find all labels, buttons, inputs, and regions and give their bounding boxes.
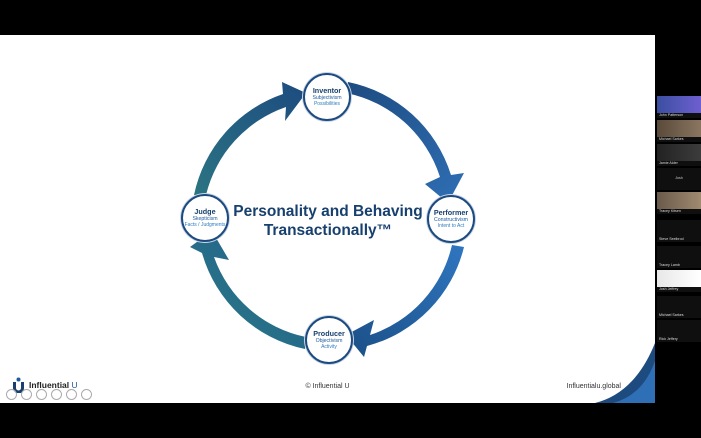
- node-performer: Performer Constructivism Intent to Act: [427, 195, 475, 243]
- participant-tile[interactable]: Josh Jeffrey: [657, 270, 701, 292]
- arc-producer-to-judge: [190, 231, 306, 349]
- arc-inventor-to-performer: [346, 82, 464, 203]
- participant-tile[interactable]: John Patterson: [657, 96, 701, 118]
- more-icon[interactable]: [81, 389, 92, 400]
- arc-judge-to-inventor: [194, 82, 306, 195]
- forward-icon[interactable]: [21, 389, 32, 400]
- pen-icon[interactable]: [36, 389, 47, 400]
- arc-performer-to-producer: [346, 245, 464, 357]
- node-producer: Producer Objectivism Activity: [305, 316, 353, 364]
- copyright-text: © Influential U: [305, 383, 350, 390]
- participant-tile[interactable]: Steve Seelbrod: [657, 220, 701, 242]
- presentation-toolbar: [6, 389, 92, 400]
- website-text: Influentialu.global: [566, 383, 622, 390]
- node-inventor: Inventor Subjectivism Possibilities: [303, 73, 351, 121]
- presentation-slide: Personality and Behaving Transactionally…: [0, 35, 655, 403]
- participant-tile[interactable]: Michael Sarkes: [657, 296, 701, 318]
- participant-tile[interactable]: Jamie Alder: [657, 144, 701, 166]
- participant-tile[interactable]: Michael Sarkes: [657, 120, 701, 142]
- logo-text: Influential U: [29, 380, 78, 390]
- cycle-diagram: [190, 82, 464, 357]
- search-icon[interactable]: [51, 389, 62, 400]
- slide-title: Personality and Behaving Transactionally…: [233, 203, 423, 239]
- corner-accent: [595, 343, 655, 403]
- participant-tile[interactable]: Josh: [657, 168, 701, 190]
- chat-icon[interactable]: [66, 389, 77, 400]
- participant-tile[interactable]: Tracey Kitsen: [657, 192, 701, 214]
- participant-tile[interactable]: Tracey Lamb: [657, 246, 701, 268]
- back-icon[interactable]: [6, 389, 17, 400]
- node-judge: Judge Skepticism Facts / Judgments: [181, 194, 229, 242]
- participant-tile[interactable]: Rick Jeffery: [657, 320, 701, 342]
